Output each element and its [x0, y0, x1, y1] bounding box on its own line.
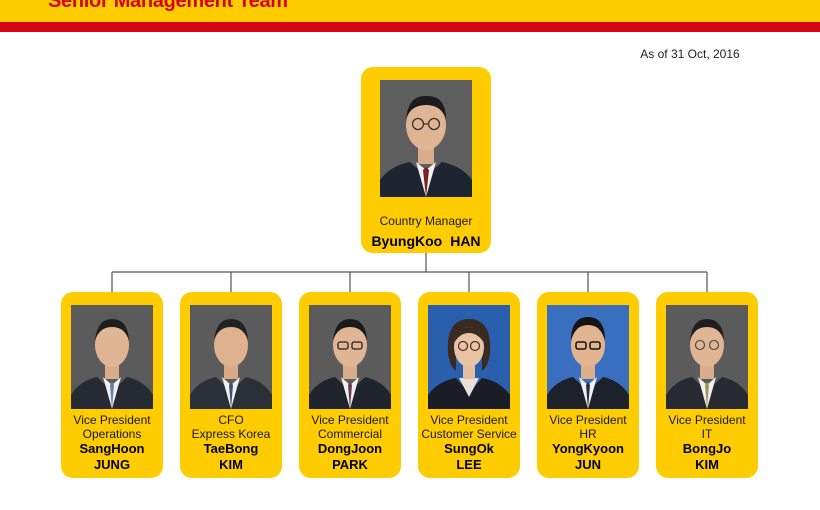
role-title: Vice President: [668, 413, 746, 427]
country-manager-role: Country Manager: [379, 214, 473, 228]
first-name: BongJo: [682, 441, 732, 456]
first-name: ByungKoo: [371, 233, 443, 249]
role-function: Operations: [82, 427, 142, 441]
last-name: JUN: [574, 457, 601, 472]
role-function: Commercial: [317, 427, 382, 441]
portrait-man-icon: [71, 305, 153, 409]
last-name: PARK: [332, 457, 368, 472]
first-name: DongJoon: [317, 441, 383, 456]
red-stripe: [0, 22, 820, 32]
role-function: IT: [701, 427, 713, 441]
role-title: Vice President: [430, 413, 508, 427]
vp-photo: [666, 305, 748, 409]
portrait-man-icon: [666, 305, 748, 409]
page-title: Senior Management Team: [48, 0, 288, 12]
country-manager-name: ByungKoo HAN: [353, 233, 499, 249]
top-banner: Senior Management Team: [0, 0, 820, 22]
vp-photo: [428, 305, 510, 409]
as-of-date: As of 31 Oct, 2016: [640, 47, 740, 61]
role-title: Vice President: [549, 413, 627, 427]
role-function: Customer Service: [421, 427, 517, 441]
last-name: KIM: [219, 457, 243, 472]
last-name: HAN: [450, 233, 481, 249]
first-name: SungOk: [444, 441, 494, 456]
portrait-woman-icon: [428, 305, 510, 409]
last-name: LEE: [456, 457, 482, 472]
last-name: JUNG: [93, 457, 131, 472]
role-title: Vice President: [73, 413, 151, 427]
first-name: TaeBong: [203, 441, 259, 456]
last-name: KIM: [695, 457, 719, 472]
portrait-man-icon: [309, 305, 391, 409]
vp-photo: [71, 305, 153, 409]
portrait-man-icon: [190, 305, 272, 409]
vp-photo: [190, 305, 272, 409]
role-title: CFO: [218, 413, 244, 427]
vp-photo: [309, 305, 391, 409]
first-name: SangHoon: [79, 441, 145, 456]
role-function: Express Korea: [191, 427, 271, 441]
country-manager-photo: [380, 80, 472, 197]
vp-photo: [547, 305, 629, 409]
role-function: HR: [579, 427, 597, 441]
first-name: YongKyoon: [552, 441, 624, 456]
portrait-man-icon: [547, 305, 629, 409]
role-title: Vice President: [311, 413, 389, 427]
country-manager-card: Country Manager ByungKoo HAN: [361, 67, 491, 253]
portrait-man-icon: [380, 80, 472, 197]
